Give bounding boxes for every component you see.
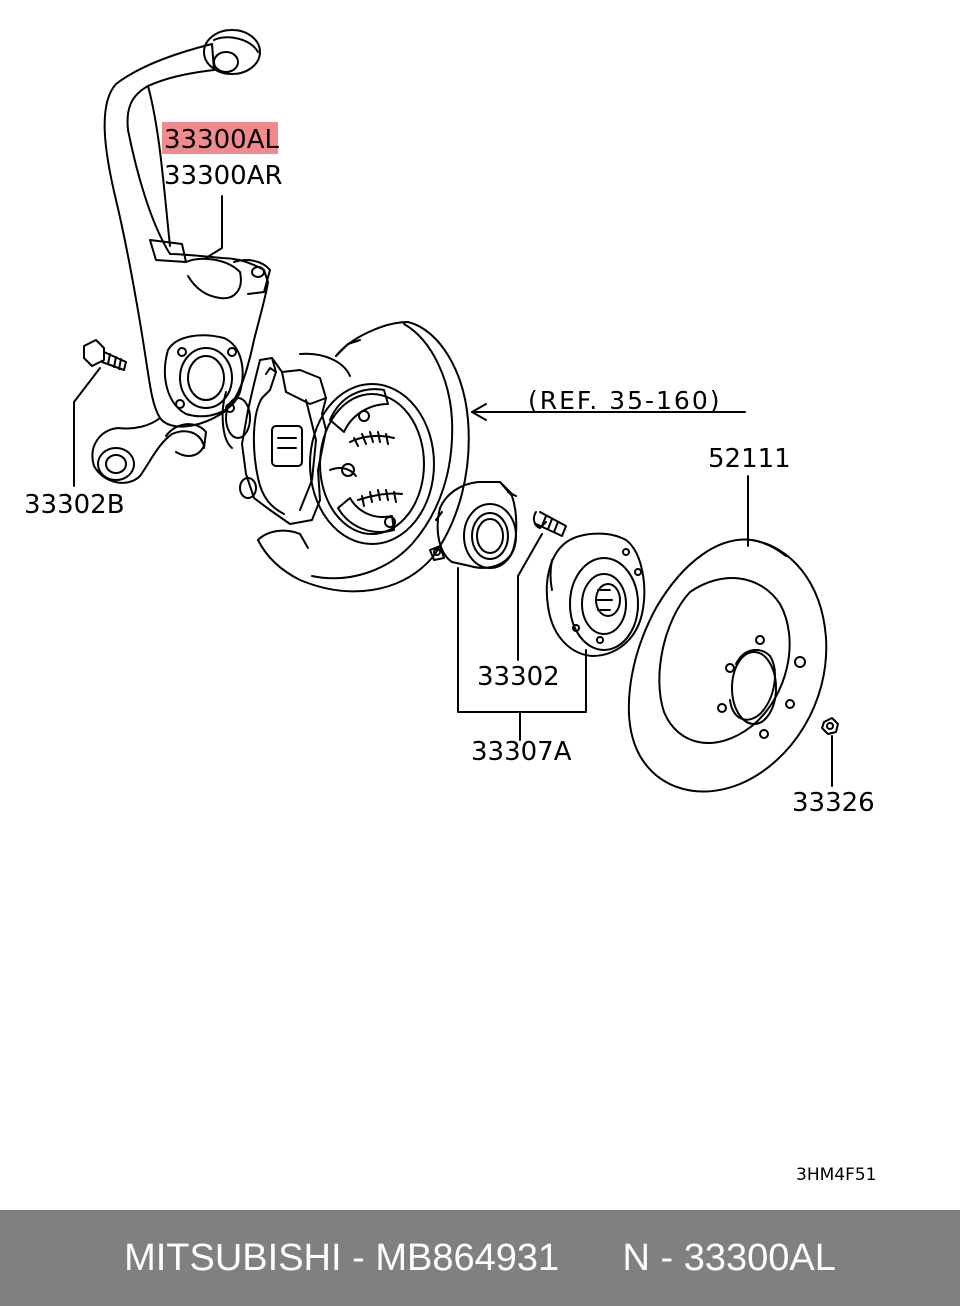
- brand-name: MITSUBISHI: [124, 1236, 342, 1279]
- label-52111: 52111: [708, 444, 791, 474]
- footer-separator: -: [341, 1236, 376, 1279]
- nut-drawing: [821, 717, 839, 735]
- drawing-code: 3HM4F51: [796, 1165, 877, 1185]
- part-number: MB864931: [375, 1236, 560, 1279]
- label-33302: 33302: [477, 662, 560, 692]
- position-code: 33300AL: [683, 1236, 836, 1279]
- label-33300al: 33300AL: [164, 125, 279, 155]
- part-info-footer: MITSUBISHI - MB864931 N - 33300AL: [0, 1210, 960, 1306]
- hub-flange-drawing: [545, 532, 646, 657]
- brake-rotor-drawing: [627, 538, 828, 793]
- steering-knuckle-drawing: [91, 29, 271, 484]
- label-33307a: 33307A: [471, 737, 572, 767]
- backing-plate-drawing: [257, 321, 470, 593]
- footer-gap: [559, 1237, 622, 1280]
- hub-bolt-drawing: [532, 511, 567, 537]
- position-letter: N: [622, 1236, 650, 1279]
- footer-separator: -: [649, 1236, 684, 1279]
- caliper-drawing: [221, 357, 327, 525]
- knuckle-bolt-drawing: [83, 339, 127, 371]
- parts-diagram: 33300AL 33300AR 33302B (REF. 35-160) 521…: [24, 29, 877, 1185]
- label-33326: 33326: [792, 788, 875, 818]
- leader-lines: [73, 195, 833, 787]
- label-33300ar: 33300AR: [164, 161, 283, 191]
- label-33302b: 33302B: [24, 490, 125, 520]
- label-reference: (REF. 35-160): [528, 386, 721, 415]
- hub-bearing-drawing: [429, 481, 518, 569]
- selected-part-highlight: [162, 122, 278, 154]
